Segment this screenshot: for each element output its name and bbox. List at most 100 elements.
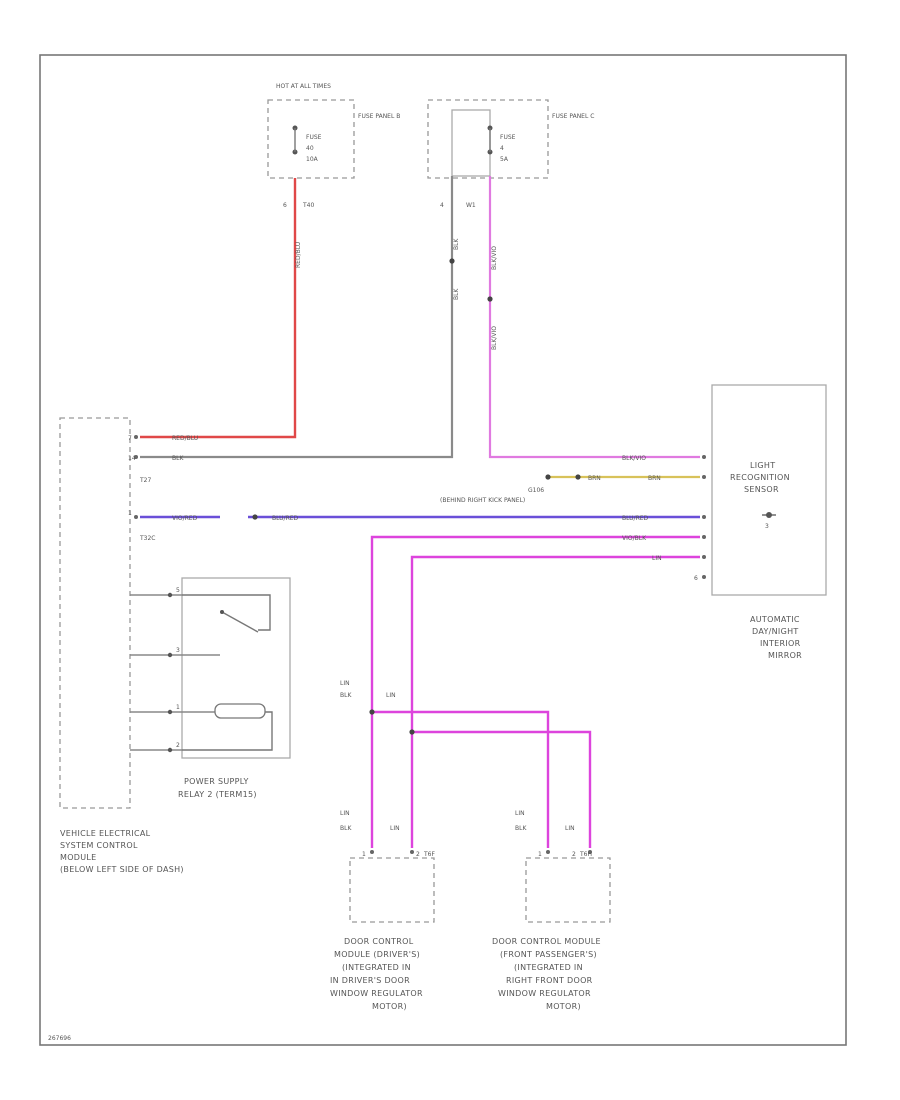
door-pass-label-6: MOTOR) [546,1002,581,1011]
ground-point [545,474,551,480]
conn-t32c: T32C [139,535,156,542]
conn-t27: T27 [139,477,151,484]
wire-blu-red-right-label: BLU/RED [622,515,649,522]
fuse-c-number: 4 [500,145,504,152]
fuse-panel-b-label: FUSE PANEL B [358,113,400,120]
relay-box [181,577,291,759]
fuse-panel-c-box [427,99,549,179]
wire-lin-left-color: BLK [340,692,352,699]
relay-pin-a: 5 [176,587,180,594]
wire-branch-a [372,710,550,848]
fuse-panel-c-label: FUSE PANEL C [552,113,594,120]
wire-vio-blk [370,535,700,848]
module-pin-blk [134,455,138,459]
sensor-title-3: SENSOR [744,485,779,494]
splice-b [409,729,415,735]
conn-pin-a: 7 [128,435,132,442]
wire-blu-red-label: BLU/RED [272,515,299,522]
relay-switch [221,611,259,633]
door-driver-pin: 1 [362,851,366,858]
door-pass-label-3: (INTEGRATED IN [514,963,583,972]
relay-pin-c: 1 [176,704,180,711]
fuse-c-pin-a: 4 [440,202,444,209]
wire-vio-red-label: VIO/RED [172,515,198,522]
sensor-pin-6: 6 [694,575,698,582]
fuse-b-pin-b: T40 [302,202,314,209]
sensor-box [711,384,827,596]
wire-blk-horiz-label: BLK [172,455,184,462]
door-driver-box [349,857,435,923]
conn-pin-b: 14 [128,455,136,462]
diagram-frame [39,54,847,1046]
fuse-c-pin-b: W1 [466,202,476,209]
ground-label: G106 [528,487,544,494]
module-label-3: MODULE [60,853,97,862]
sensor-title-1: LIGHT [750,461,775,470]
door-driver-label-1: DOOR CONTROL [344,937,414,946]
door-pass-box [525,857,611,923]
wire-vio-blk-label: VIO/BLK [622,535,647,542]
fuse-c-inner [451,109,491,177]
diagram-code: 267696 [48,1035,71,1042]
wire-blk-vio-horiz-label: BLK/VIO [622,455,646,462]
door-pass-label-5: WINDOW REGULATOR [498,989,591,998]
hot-label: HOT AT ALL TIMES [276,83,331,90]
door-driver-label-3: (INTEGRATED IN [342,963,411,972]
light-recognition-sensor: LIGHT RECOGNITION SENSOR 3 6 AUTOMATIC D… [694,384,827,660]
ground-splice [575,474,581,480]
wire-lin [410,555,700,848]
wire-red-vert-label: RED/BLU [295,242,302,268]
wire-blk [140,176,454,459]
wire-vio-red-splice [252,514,258,520]
door-pass-side: 2 [572,851,576,858]
wire-branch-b [412,730,592,848]
splice-a [369,709,375,715]
door-driver-label-6: MOTOR) [372,1002,407,1011]
wire-blk-label-a: BLK [453,238,460,250]
module-label-2: SYSTEM CONTROL [60,841,138,850]
module-label-1: VEHICLE ELECTRICAL [60,829,151,838]
ground-desc: (BEHIND RIGHT KICK PANEL) [440,497,525,504]
relay-coil [214,703,266,719]
wire-lin-right: LIN [386,692,396,699]
relay-pin-d: 2 [176,742,180,749]
fuse-b-label: FUSE [306,134,322,141]
door-pass-label-1: DOOR CONTROL MODULE [492,937,601,946]
relay-pin-b: 3 [176,647,180,654]
fuse-b-number: 40 [306,145,314,152]
door-pass-conn: T6H [579,851,592,858]
wire-blk-vio [488,176,700,459]
door-driver-label-2: MODULE (DRIVER'S) [334,950,420,959]
wire-lin-br-left: LIN [515,810,525,817]
relay-label-2: RELAY 2 (TERM15) [178,790,257,799]
door-module-passenger: 1 2 T6H DOOR CONTROL MODULE (FRONT PASSE… [492,850,611,1011]
door-pass-label-4: RIGHT FRONT DOOR [506,976,593,985]
power-supply-relay: 5 3 1 2 POWER SUPPLY RELAY 2 (TERM15) [130,577,291,799]
fuse-b-amps: 10A [306,156,319,163]
wire-brn-label-b: BRN [648,475,661,482]
wire-blk-vio-label-b: BLK/VIO [491,326,498,350]
door-driver-side: 2 [416,851,420,858]
door-module-driver: 1 2 T6F DOOR CONTROL MODULE (DRIVER'S) (… [330,850,435,1011]
fuse-b-pin-a: 6 [283,202,287,209]
fuse-c-label: FUSE [500,134,516,141]
vehicle-electrical-module: 7 14 T27 1 T32C VEHICLE ELECTRICAL SYSTE… [59,417,184,874]
wire-lin-bl-color: BLK [340,825,352,832]
fuse-panel-b: HOT AT ALL TIMES FUSE PANEL B FUSE 40 10… [267,83,400,209]
door-pass-pin: 1 [538,851,542,858]
mirror-label-2: DAY/NIGHT [752,627,799,636]
mirror-label-1: AUTOMATIC [750,615,800,624]
wire-blk-label-b: BLK [453,288,460,300]
fuse-panel-b-box [267,99,355,179]
module-box [59,417,131,809]
wire-lin-br-left-color: BLK [515,825,527,832]
wire-lin-left: LIN [340,680,350,687]
module-pin-vio [134,515,138,519]
module-label-4: (BELOW LEFT SIDE OF DASH) [60,865,184,874]
fuse-panel-c: FUSE PANEL C FUSE 4 5A 4 W1 [427,99,594,209]
sensor-pin-label: 3 [765,523,769,530]
wire-red-blu [140,178,297,439]
wire-brn-label-a: BRN [588,475,601,482]
wire-lin-br-right: LIN [565,825,575,832]
